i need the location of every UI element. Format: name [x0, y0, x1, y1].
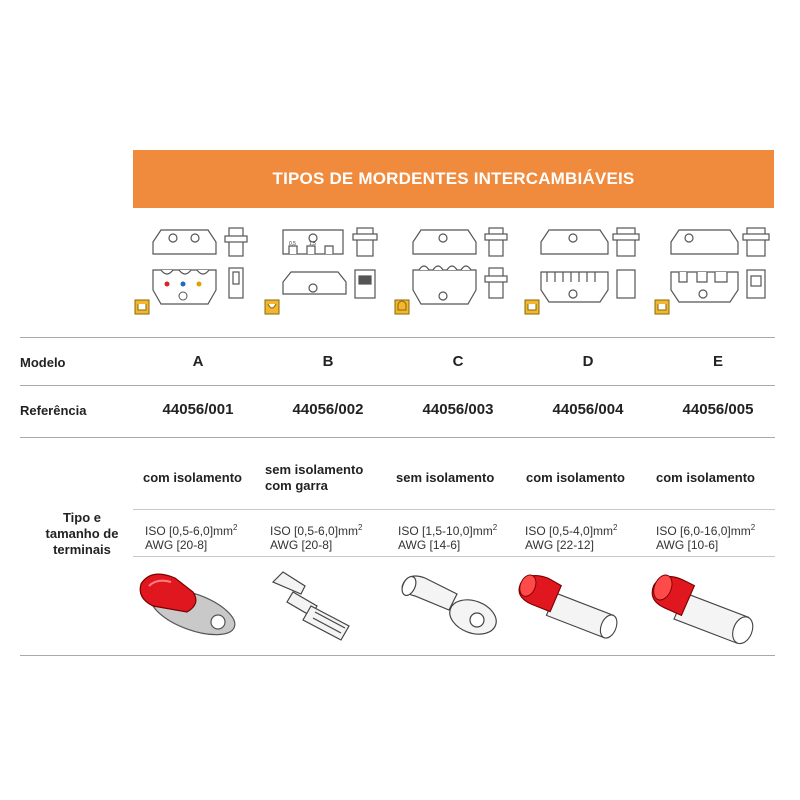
- spec-b: ISO [0,5-6,0]mm2 AWG [20-8]: [270, 521, 362, 552]
- terminal-type-b: sem isolamento com garra: [265, 462, 364, 493]
- model-a: A: [192, 353, 204, 370]
- jaw-a-icon: [134, 227, 248, 315]
- divider: [20, 337, 775, 338]
- ferrule-terminal-icon: [518, 574, 618, 639]
- model-e: E: [712, 353, 723, 370]
- spec-d: ISO [0,5-4,0]mm2 AWG [22-12]: [525, 521, 617, 552]
- spec-a: ISO [0,5-6,0]mm2 AWG [20-8]: [145, 521, 237, 552]
- jaw-c-icon: [394, 227, 508, 315]
- unit-superscript: 2: [233, 523, 238, 532]
- spec-c: ISO [1,5-10,0]mm2 AWG [14-6]: [398, 521, 497, 552]
- awg-range-c: AWG [14-6]: [398, 538, 461, 552]
- jaw-illustrations: 0,5 1,5: [0, 212, 800, 330]
- unit-superscript: 2: [492, 523, 498, 532]
- iso-range-c: ISO [1,5-10,0]mm: [398, 524, 493, 538]
- uninsulated-ring-terminal-icon: [401, 575, 497, 635]
- svg-text:0,5: 0,5: [289, 241, 296, 247]
- row-label-referencia: Referência: [20, 403, 87, 418]
- iso-range-b: ISO [0,5-6,0]mm: [270, 524, 359, 538]
- model-d: D: [582, 353, 594, 370]
- unit-superscript: 2: [358, 523, 363, 532]
- divider: [20, 437, 775, 438]
- uninsulated-spade-terminal-icon: [271, 571, 350, 641]
- terminal-type-c: sem isolamento: [396, 470, 495, 485]
- row-label-modelo: Modelo: [20, 355, 66, 370]
- ferrule-terminal-icon: [651, 574, 754, 645]
- page-title: TIPOS DE MORDENTES INTERCAMBIÁVEIS: [272, 169, 635, 188]
- jaw-e-icon: [654, 227, 770, 315]
- reference-d: 44056/004: [552, 401, 624, 418]
- awg-range-b: AWG [20-8]: [270, 538, 333, 552]
- awg-range-e: AWG [10-6]: [656, 538, 719, 552]
- svg-text:1,5: 1,5: [309, 241, 316, 247]
- header-banner: TIPOS DE MORDENTES INTERCAMBIÁVEIS: [133, 150, 774, 208]
- iso-range-d: ISO [0,5-4,0]mm: [525, 524, 614, 538]
- reference-a: 44056/001: [162, 401, 234, 418]
- awg-range-d: AWG [22-12]: [525, 538, 594, 552]
- row-label-tipo-tamanho: Tipo e tamanho de terminais: [45, 510, 119, 557]
- terminal-type-e: com isolamento: [656, 470, 755, 485]
- iso-range-e: ISO [6,0-16,0]mm: [656, 524, 751, 538]
- terminal-type-d: com isolamento: [526, 470, 625, 485]
- model-c: C: [452, 353, 464, 370]
- divider: [133, 509, 775, 510]
- reference-b: 44056/002: [292, 401, 364, 418]
- unit-superscript: 2: [750, 523, 756, 532]
- jaw-d-icon: [524, 227, 640, 315]
- unit-superscript: 2: [613, 523, 618, 532]
- spec-e: ISO [6,0-16,0]mm2 AWG [10-6]: [656, 521, 755, 552]
- terminal-type-a: com isolamento: [143, 470, 242, 485]
- divider: [133, 556, 775, 557]
- reference-c: 44056/003: [422, 401, 494, 418]
- divider: [20, 655, 775, 656]
- reference-e: 44056/005: [682, 401, 754, 418]
- model-b: B: [322, 353, 334, 370]
- jaw-b-icon: 0,5 1,5: [264, 227, 378, 315]
- insulated-ring-terminal-icon: [139, 573, 236, 636]
- divider: [20, 385, 775, 386]
- iso-range-a: ISO [0,5-6,0]mm: [145, 524, 234, 538]
- awg-range-a: AWG [20-8]: [145, 538, 208, 552]
